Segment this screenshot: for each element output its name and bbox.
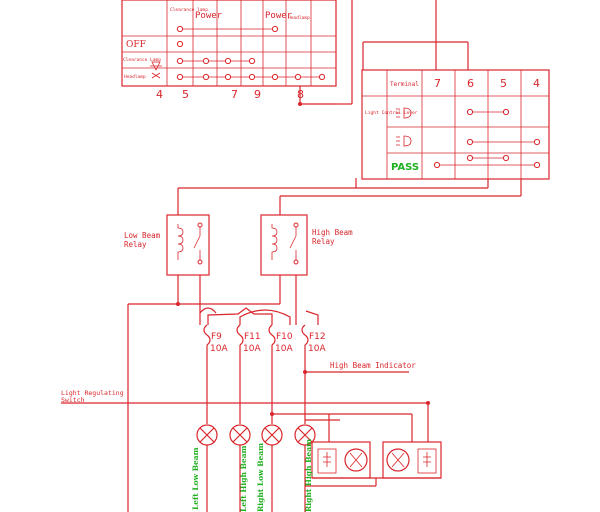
- terminal-5-label: 5: [182, 88, 189, 101]
- right-low-beam-lamp: [261, 424, 283, 446]
- fuse-f9-name: F9: [211, 332, 222, 342]
- lever-terminal-6: 6: [467, 77, 474, 90]
- lever-terminal-5: 5: [500, 77, 507, 90]
- row-clearance-label: Clearance Lamp: [123, 57, 161, 63]
- left-high-beam-label: Left High Beam: [239, 445, 248, 512]
- terminal-header: Terminal: [390, 81, 419, 88]
- fuse-f11: F11 10A: [236, 324, 261, 354]
- fuse-f11-rating: 10A: [243, 344, 261, 354]
- fuse-f10-rating: 10A: [275, 344, 293, 354]
- light-regulating-switch-label-2: Switch: [61, 396, 85, 404]
- headlamp-row-icon: [151, 72, 161, 79]
- right-headlamp-regulator: [382, 441, 442, 479]
- high-beam-relay-label-2: Relay: [312, 237, 335, 246]
- light-control-lever-table: Terminal 7 6 5 4 Light Control Lever PAS…: [361, 69, 550, 180]
- terminal-4-label: 4: [156, 88, 163, 101]
- left-headlamp-regulator: [311, 441, 371, 479]
- clearance-lamp-icon: [150, 61, 162, 71]
- left-low-beam-lamp: [196, 424, 218, 446]
- low-beam-relay-label-1: Low Beam: [124, 231, 161, 240]
- left-low-beam-label: Left Low Beam: [191, 447, 200, 510]
- left-high-beam-lamp: [229, 424, 251, 446]
- power-header-2: Power: [265, 11, 293, 21]
- pass-label: PASS: [391, 162, 419, 173]
- fuse-f12: F12 10A: [301, 324, 326, 354]
- fuse-f9-rating: 10A: [210, 344, 228, 354]
- fuse-f9: F9 10A: [203, 324, 228, 354]
- clearance-lamp-header: Clearance lamp: [170, 7, 208, 13]
- high-beam-indicator-label: High Beam Indicator: [330, 361, 416, 370]
- fuse-f10-name: F10: [276, 332, 293, 342]
- terminal-7-label: 7: [231, 88, 238, 101]
- low-beam-relay-label-2: Relay: [124, 240, 147, 249]
- lever-terminal-4: 4: [533, 77, 540, 90]
- row-off-label: OFF: [126, 40, 146, 50]
- right-high-beam-label: Right High Beam: [304, 439, 313, 512]
- power-header-1: Power: [195, 11, 223, 21]
- headlamp-header: Headlamp: [288, 15, 310, 21]
- fuse-f12-name: F12: [309, 332, 326, 342]
- lever-side-label: Light Control Lever: [365, 110, 418, 116]
- high-beam-relay-label-1: High Beam: [312, 228, 353, 237]
- light-switch-table: Clearance lamp Power Power Headlamp OFF …: [121, 0, 337, 87]
- row-headlamp-label: Headlamp: [124, 74, 146, 80]
- light-regulating-switch-label-1: Light Regulating: [61, 389, 124, 397]
- terminal-9-label: 9: [254, 88, 261, 101]
- fuse-f12-rating: 10A: [308, 344, 326, 354]
- fuse-f11-name: F11: [244, 332, 261, 342]
- high-beam-icon: [396, 135, 412, 147]
- high-beam-relay: [260, 214, 308, 276]
- lever-terminal-7: 7: [434, 77, 441, 90]
- low-beam-icon: [396, 107, 412, 119]
- fuse-f10: F10 10A: [268, 324, 293, 354]
- low-beam-relay: [166, 214, 210, 276]
- right-low-beam-label: Right Low Beam: [256, 443, 265, 512]
